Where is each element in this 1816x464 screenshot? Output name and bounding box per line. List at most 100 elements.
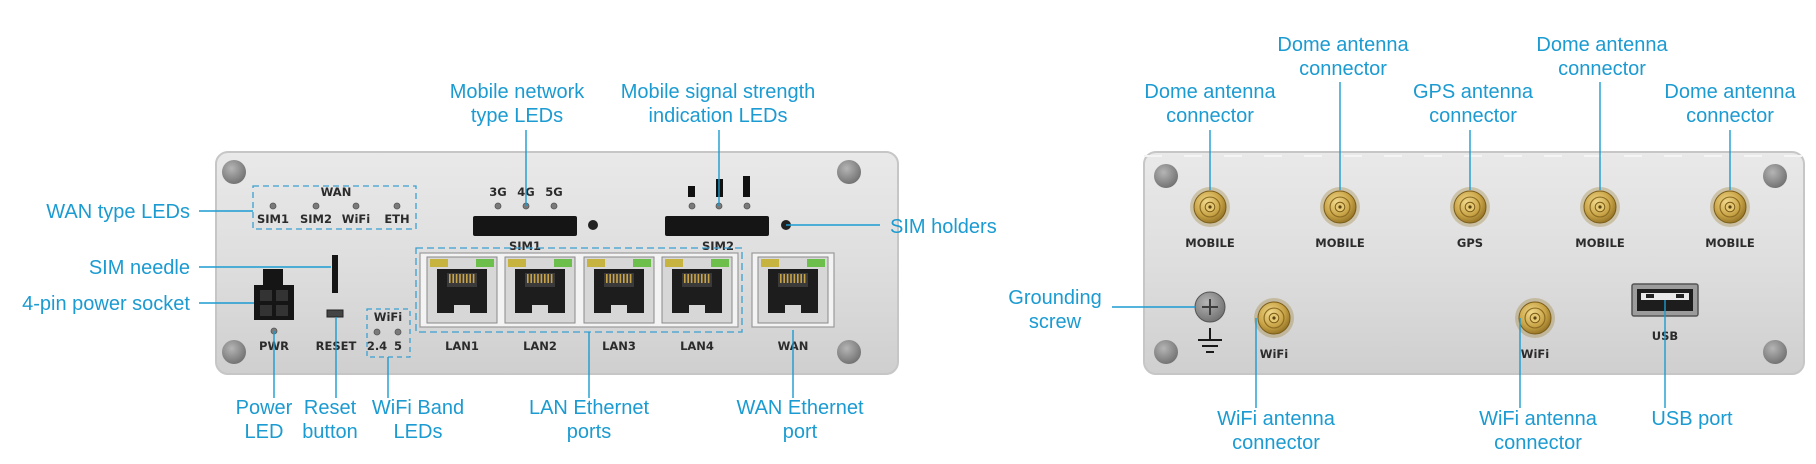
callout-wifi-antenna-2-line2: connector: [1494, 432, 1582, 454]
antenna-connector-4[interactable]: [1580, 187, 1620, 227]
wifi-band-label-5: 5: [394, 339, 402, 353]
back-screw-br: [1763, 340, 1787, 364]
antenna-connector-1[interactable]: [1190, 187, 1230, 227]
callout-lan-ports-2: ports: [567, 421, 611, 443]
callout-sim-holders: SIM holders: [890, 216, 997, 238]
wan-port-jack[interactable]: [757, 256, 829, 324]
callout-dome-antenna-2-line2: connector: [1299, 58, 1387, 80]
network-led-label-3g: 3G: [489, 185, 506, 199]
sim2-label: SIM2: [702, 239, 734, 253]
callout-dome-antenna-1-line1: Dome antenna: [1144, 81, 1276, 103]
wifi-antenna-connector-2[interactable]: [1515, 298, 1555, 338]
callout-usb-port: USB port: [1651, 408, 1733, 430]
callout-dome-antenna-3-line2: connector: [1558, 58, 1646, 80]
antenna-connector-2[interactable]: [1320, 187, 1360, 227]
front-screw-tr: [837, 160, 861, 184]
callout-dome-antenna-3-line1: Dome antenna: [1536, 34, 1668, 56]
antenna-connectors: [1190, 187, 1750, 227]
back-screw-tl: [1154, 164, 1178, 188]
callout-grounding-screw-2: screw: [1029, 311, 1082, 333]
sim2-slot: [665, 216, 769, 236]
callout-gps-antenna-line1: GPS antenna: [1413, 81, 1534, 103]
callout-mobile-network-type-leds-1: Mobile network: [450, 81, 586, 103]
back-screw-bl: [1154, 340, 1178, 364]
callout-reset-button-2: button: [302, 421, 358, 443]
callout-wan-port-2: port: [783, 421, 818, 443]
wan-led-label-wifi: WiFi: [342, 212, 370, 226]
antenna-label-1: MOBILE: [1185, 236, 1235, 250]
callout-dome-antenna-4-line2: connector: [1686, 105, 1774, 127]
wifi-antenna-label-1: WiFi: [1260, 347, 1288, 361]
lan-port-group: [415, 247, 743, 333]
callout-sim-needle: SIM needle: [89, 257, 190, 279]
leader-lines: [199, 82, 1731, 408]
callout-dome-antenna-1-line2: connector: [1166, 105, 1254, 127]
signal-bar-1-icon: [688, 186, 695, 197]
wifi-led-5: [394, 328, 402, 336]
callout-wifi-antenna-1-line2: connector: [1232, 432, 1320, 454]
power-socket: [254, 269, 294, 320]
wifi-antenna-label-2: WiFi: [1521, 347, 1549, 361]
callout-dome-antenna-4-line1: Dome antenna: [1664, 81, 1796, 103]
wan-led-eth: [393, 202, 401, 210]
wan-led-label-eth: ETH: [384, 212, 409, 226]
antenna-connector-5[interactable]: [1710, 187, 1750, 227]
callout-mobile-signal-leds-1: Mobile signal strength: [621, 81, 816, 103]
antenna-label-4: MOBILE: [1575, 236, 1625, 250]
callout-dome-antenna-2-line1: Dome antenna: [1277, 34, 1409, 56]
wan-led-group: [252, 185, 417, 230]
callout-mobile-network-type-leds-2: type LEDs: [471, 105, 563, 127]
front-panel: WAN SIM1 SIM2 WiFi ETH 3G 4G 5G: [215, 151, 899, 375]
callout-wifi-antenna-1-line1: WiFi antenna: [1217, 408, 1336, 430]
signal-led-3: [743, 202, 751, 210]
callout-grounding-screw-1: Grounding: [1008, 287, 1101, 309]
callout-wan-port-1: WAN Ethernet: [736, 397, 864, 419]
callout-reset-button-1: Reset: [304, 397, 357, 419]
wan-led-label-sim2: SIM2: [300, 212, 332, 226]
callout-power-led-1: Power: [236, 397, 293, 419]
antenna-label-3: GPS: [1457, 236, 1483, 250]
wan-leds: SIM1 SIM2 WiFi ETH: [257, 202, 410, 226]
callout-mobile-signal-leds-2: indication LEDs: [649, 105, 788, 127]
callout-wifi-band-leds-1: WiFi Band: [372, 397, 464, 419]
grounding-screw: [1194, 291, 1226, 323]
sim1-slot: [473, 216, 577, 236]
lan4-port[interactable]: [661, 256, 733, 324]
lan-ports: [426, 256, 733, 324]
antenna-connector-3[interactable]: [1450, 187, 1490, 227]
lan1-label: LAN1: [445, 339, 479, 353]
wan-led-wifi: [352, 202, 360, 210]
signal-led-1: [688, 202, 696, 210]
reset-button[interactable]: [326, 309, 344, 318]
wan-led-sim1: [269, 202, 277, 210]
lan2-port[interactable]: [504, 256, 576, 324]
wifi-antenna-connectors: [1254, 298, 1555, 338]
front-screw-br: [837, 340, 861, 364]
lan2-label: LAN2: [523, 339, 557, 353]
wan-ethernet-port[interactable]: [757, 256, 829, 324]
sim-needle-slot: [332, 255, 338, 293]
front-screw-tl: [222, 160, 246, 184]
lan-labels: LAN1 LAN2 LAN3 LAN4: [445, 339, 714, 353]
wan-group-label: WAN: [321, 185, 352, 199]
wan-led-label-sim1: SIM1: [257, 212, 289, 226]
lan1-port[interactable]: [426, 256, 498, 324]
sim1-eject-hole: [588, 220, 598, 230]
callout-power-socket: 4-pin power socket: [22, 293, 190, 315]
sim1-label: SIM1: [509, 239, 541, 253]
callout-power-led-2: LED: [245, 421, 284, 443]
lan4-label: LAN4: [680, 339, 714, 353]
callout-gps-antenna-line2: connector: [1429, 105, 1517, 127]
callout-wan-type-leds: WAN type LEDs: [46, 201, 190, 223]
lan3-port[interactable]: [583, 256, 655, 324]
ground-symbol-icon: [1198, 328, 1222, 353]
lan3-label: LAN3: [602, 339, 636, 353]
back-panel: MOBILE MOBILE GPS MOBILE MOBILE WiFi WiF…: [1143, 151, 1805, 375]
callout-wifi-band-leds-2: LEDs: [394, 421, 443, 443]
callouts: WAN type LEDs SIM needle 4-pin power soc…: [22, 34, 1796, 454]
wifi-group-label: WiFi: [374, 310, 402, 324]
wifi-band-label-24: 2.4: [367, 339, 387, 353]
wifi-antenna-connector-1[interactable]: [1254, 298, 1294, 338]
network-led-5g: [550, 202, 558, 210]
